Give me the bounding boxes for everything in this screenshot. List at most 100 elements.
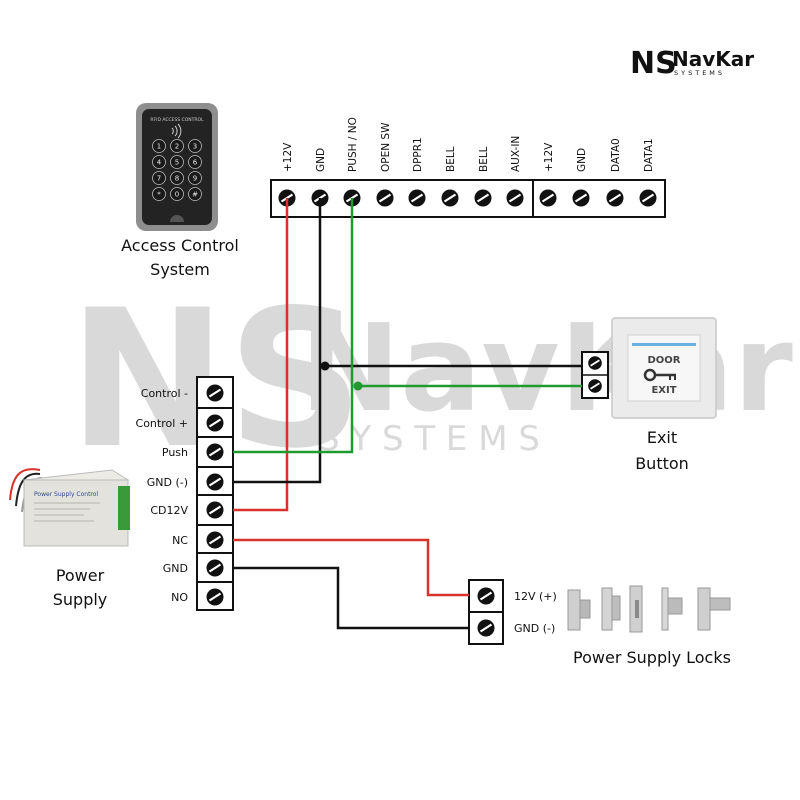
junction-dot-green (353, 381, 363, 391)
access-control-caption-1: Access Control (121, 236, 239, 255)
brand-mark: NS (630, 46, 677, 81)
top-terminal-label: DATA0 (610, 138, 622, 172)
ps-terminal-label: Control - (141, 387, 188, 400)
keypad-key-label: 2 (175, 143, 179, 151)
keypad-key-label: * (157, 191, 161, 199)
power-supply-caption-1: Power (56, 566, 105, 585)
exit-button-terminal-block (581, 351, 609, 399)
exit-plate-bottom: EXIT (651, 385, 676, 396)
top-terminal-screw (408, 189, 426, 207)
top-terminal-screw (376, 189, 394, 207)
top-terminal-label: PUSH / NO (347, 117, 359, 172)
ps-terminal-label: NC (172, 534, 188, 547)
locks-caption: Power Supply Locks (573, 648, 731, 667)
top-terminal-screw (474, 189, 492, 207)
keypad-key-label: 0 (175, 191, 179, 199)
ps-terminal-screw (206, 501, 224, 519)
watermark-tagline: S Y S T E M S (318, 419, 540, 459)
brand-tagline: SYSTEMS (674, 69, 725, 77)
wire-black-lock (233, 566, 469, 630)
power-supply-device-title: Power Supply Control (34, 491, 98, 498)
ps-terminal-label: NO (171, 591, 188, 604)
top-terminal-screw (572, 189, 590, 207)
wire-green-push (233, 198, 354, 454)
brand-logo: NS NavKar SYSTEMS (630, 46, 754, 81)
exit-button-caption-2: Button (635, 454, 689, 473)
ps-terminal-label: GND (-) (147, 476, 188, 489)
lock-image-4 (661, 587, 683, 631)
top-terminal-screw (506, 189, 524, 207)
ps-terminal-label: Push (162, 446, 188, 459)
wire-red-lock (233, 538, 469, 597)
power-supply-locks-images (567, 585, 731, 633)
keypad-key-label: # (192, 191, 198, 199)
keypad-key (170, 139, 184, 153)
top-terminal-label: +12V (282, 142, 294, 172)
keypad-header: RFID ACCESS CONTROL (150, 117, 204, 123)
exit-button-caption-1: Exit (647, 428, 677, 447)
lock-terminal-block: 12V (+) GND (-) (468, 579, 557, 645)
ps-terminal-label: CD12V (150, 504, 188, 517)
exit-button-device: DOOR EXIT (611, 317, 717, 419)
lock-terminal-label-12v: 12V (+) (514, 590, 557, 603)
exit-plate-top: DOOR (647, 355, 680, 366)
ps-terminal-screw (206, 443, 224, 461)
power-supply-caption-2: Supply (53, 590, 108, 609)
top-terminal-label: DATA1 (643, 138, 655, 172)
key-icon (643, 368, 676, 382)
keypad-key (170, 155, 184, 169)
ps-terminal-screw (206, 559, 224, 577)
top-terminal-label: +12V (543, 142, 555, 172)
junction-dot-black (320, 361, 330, 371)
keypad-key (152, 187, 166, 201)
top-terminal-label: GND (315, 148, 327, 172)
lock-terminal-label-gnd: GND (-) (514, 622, 555, 635)
top-terminal-label: OPEN SW (380, 122, 392, 172)
top-terminal-screw (441, 189, 459, 207)
wires (233, 198, 582, 630)
power-supply-device: Power Supply Control (9, 468, 130, 547)
keypad-key-label: 4 (157, 159, 162, 167)
ps-terminal-screw (206, 531, 224, 549)
ps-terminal-label: Control + (136, 417, 188, 430)
lock-image-3 (629, 585, 643, 633)
top-terminal-label: BELL (445, 146, 457, 172)
keypad-key-label: 7 (157, 175, 161, 183)
keypad-key (188, 139, 202, 153)
keypad-key-label: 3 (193, 143, 197, 151)
brand-name: NavKar (672, 47, 754, 71)
top-terminal-screw (539, 189, 557, 207)
keypad-key (152, 171, 166, 185)
lock-image-5 (697, 587, 731, 631)
top-terminal-screw (606, 189, 624, 207)
ps-terminal-screw (206, 588, 224, 606)
rfid-icon (171, 123, 182, 139)
keypad-key (152, 155, 166, 169)
top-terminal-label: AUX-IN (510, 136, 522, 172)
keypad-key (152, 139, 166, 153)
wire-red-12v (233, 198, 289, 512)
keypad-key (188, 155, 202, 169)
keypad-key (188, 171, 202, 185)
wire-black-gnd (233, 198, 322, 484)
top-terminal-label: GND (576, 148, 588, 172)
top-terminal-screw (639, 189, 657, 207)
access-control-caption-2: System (150, 260, 210, 279)
keypad-key-label: 9 (193, 175, 197, 183)
ps-terminal-screw (206, 473, 224, 491)
keypad-led-icon (170, 215, 184, 222)
lock-image-2 (601, 587, 621, 631)
ps-terminal-label: GND (163, 562, 188, 575)
keypad-key-label: 8 (175, 175, 179, 183)
lock-image-1 (567, 589, 591, 631)
ps-terminal-screw (206, 384, 224, 402)
keypad-key-label: 6 (193, 159, 198, 167)
top-terminal-label: DPPR1 (412, 137, 424, 172)
ps-terminal-screw (206, 414, 224, 432)
